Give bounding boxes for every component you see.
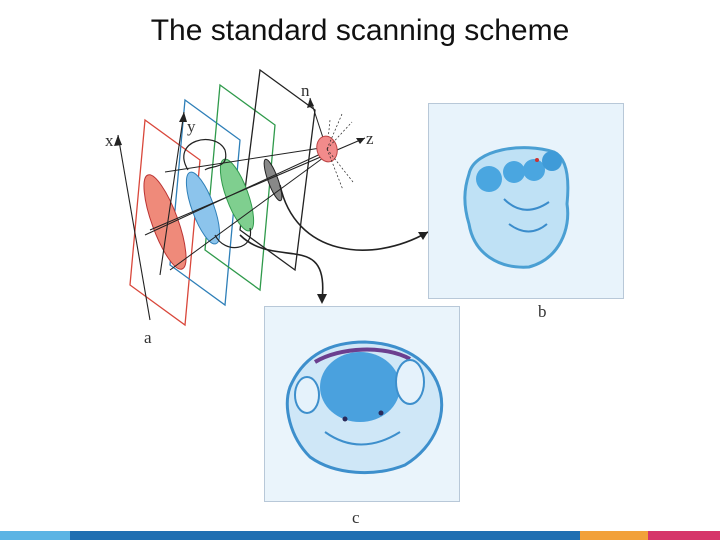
blue-scan-plane: [169, 98, 241, 307]
micrograph-c-graphic: [265, 307, 459, 501]
footer-segment-light-blue: [0, 531, 70, 540]
arrow-to-image-b: [279, 184, 429, 251]
n-vector-label: n: [301, 81, 310, 100]
source-ray: [326, 148, 344, 191]
footer-segment-orange: [580, 531, 648, 540]
cone-ray: [169, 154, 328, 271]
arrow-to-image-b-head: [418, 232, 428, 240]
x-axis-arrowhead: [114, 135, 122, 146]
footer-color-bar: [0, 531, 720, 540]
y-axis: [159, 111, 185, 276]
z-axis-label: z: [366, 129, 374, 148]
micrograph-b: [428, 103, 624, 299]
label-a: a: [144, 328, 152, 347]
red-section-ellipse: [143, 174, 187, 270]
black-section-ellipse: [263, 158, 283, 202]
eye-right: [542, 151, 562, 171]
arrow-to-image-c: [239, 234, 324, 301]
y-axis-arrowhead: [179, 112, 187, 122]
left-lobe: [294, 376, 320, 414]
red-scan-plane: [129, 118, 201, 327]
n-vector-arrowhead: [307, 98, 314, 108]
eye-left: [476, 166, 502, 192]
cone-ray: [164, 146, 328, 173]
lower-structure: [324, 431, 401, 446]
x-axis: [117, 134, 151, 321]
micrograph-c: [264, 306, 460, 502]
label-b: b: [538, 302, 547, 321]
micrograph-b-graphic: [429, 104, 623, 298]
source-ray: [326, 148, 354, 183]
footer-segment-dark-blue: [70, 531, 580, 540]
z-axis-arrowhead: [356, 138, 365, 144]
rotation-arc-lower: [214, 227, 252, 249]
red-marker: [535, 158, 539, 162]
central-chamber: [320, 352, 400, 422]
internal-structure: [503, 198, 550, 233]
eye-center-right: [523, 159, 545, 181]
x-axis-label: x: [105, 131, 114, 150]
dark-marker: [342, 416, 348, 422]
label-c: c: [352, 508, 360, 527]
y-axis-label: y: [187, 117, 196, 136]
slide-title: The standard scanning scheme: [150, 14, 570, 47]
eye-center-left: [503, 161, 525, 183]
footer-segment-magenta: [648, 531, 720, 540]
dark-marker: [378, 410, 384, 416]
rotation-arc: [183, 139, 227, 171]
arrow-to-image-c-head: [317, 294, 327, 304]
scanning-scheme-diagram: x y z n: [105, 68, 429, 327]
right-lobe: [395, 359, 425, 405]
black-scan-plane: [239, 68, 316, 272]
dorsal-edge: [313, 347, 411, 364]
